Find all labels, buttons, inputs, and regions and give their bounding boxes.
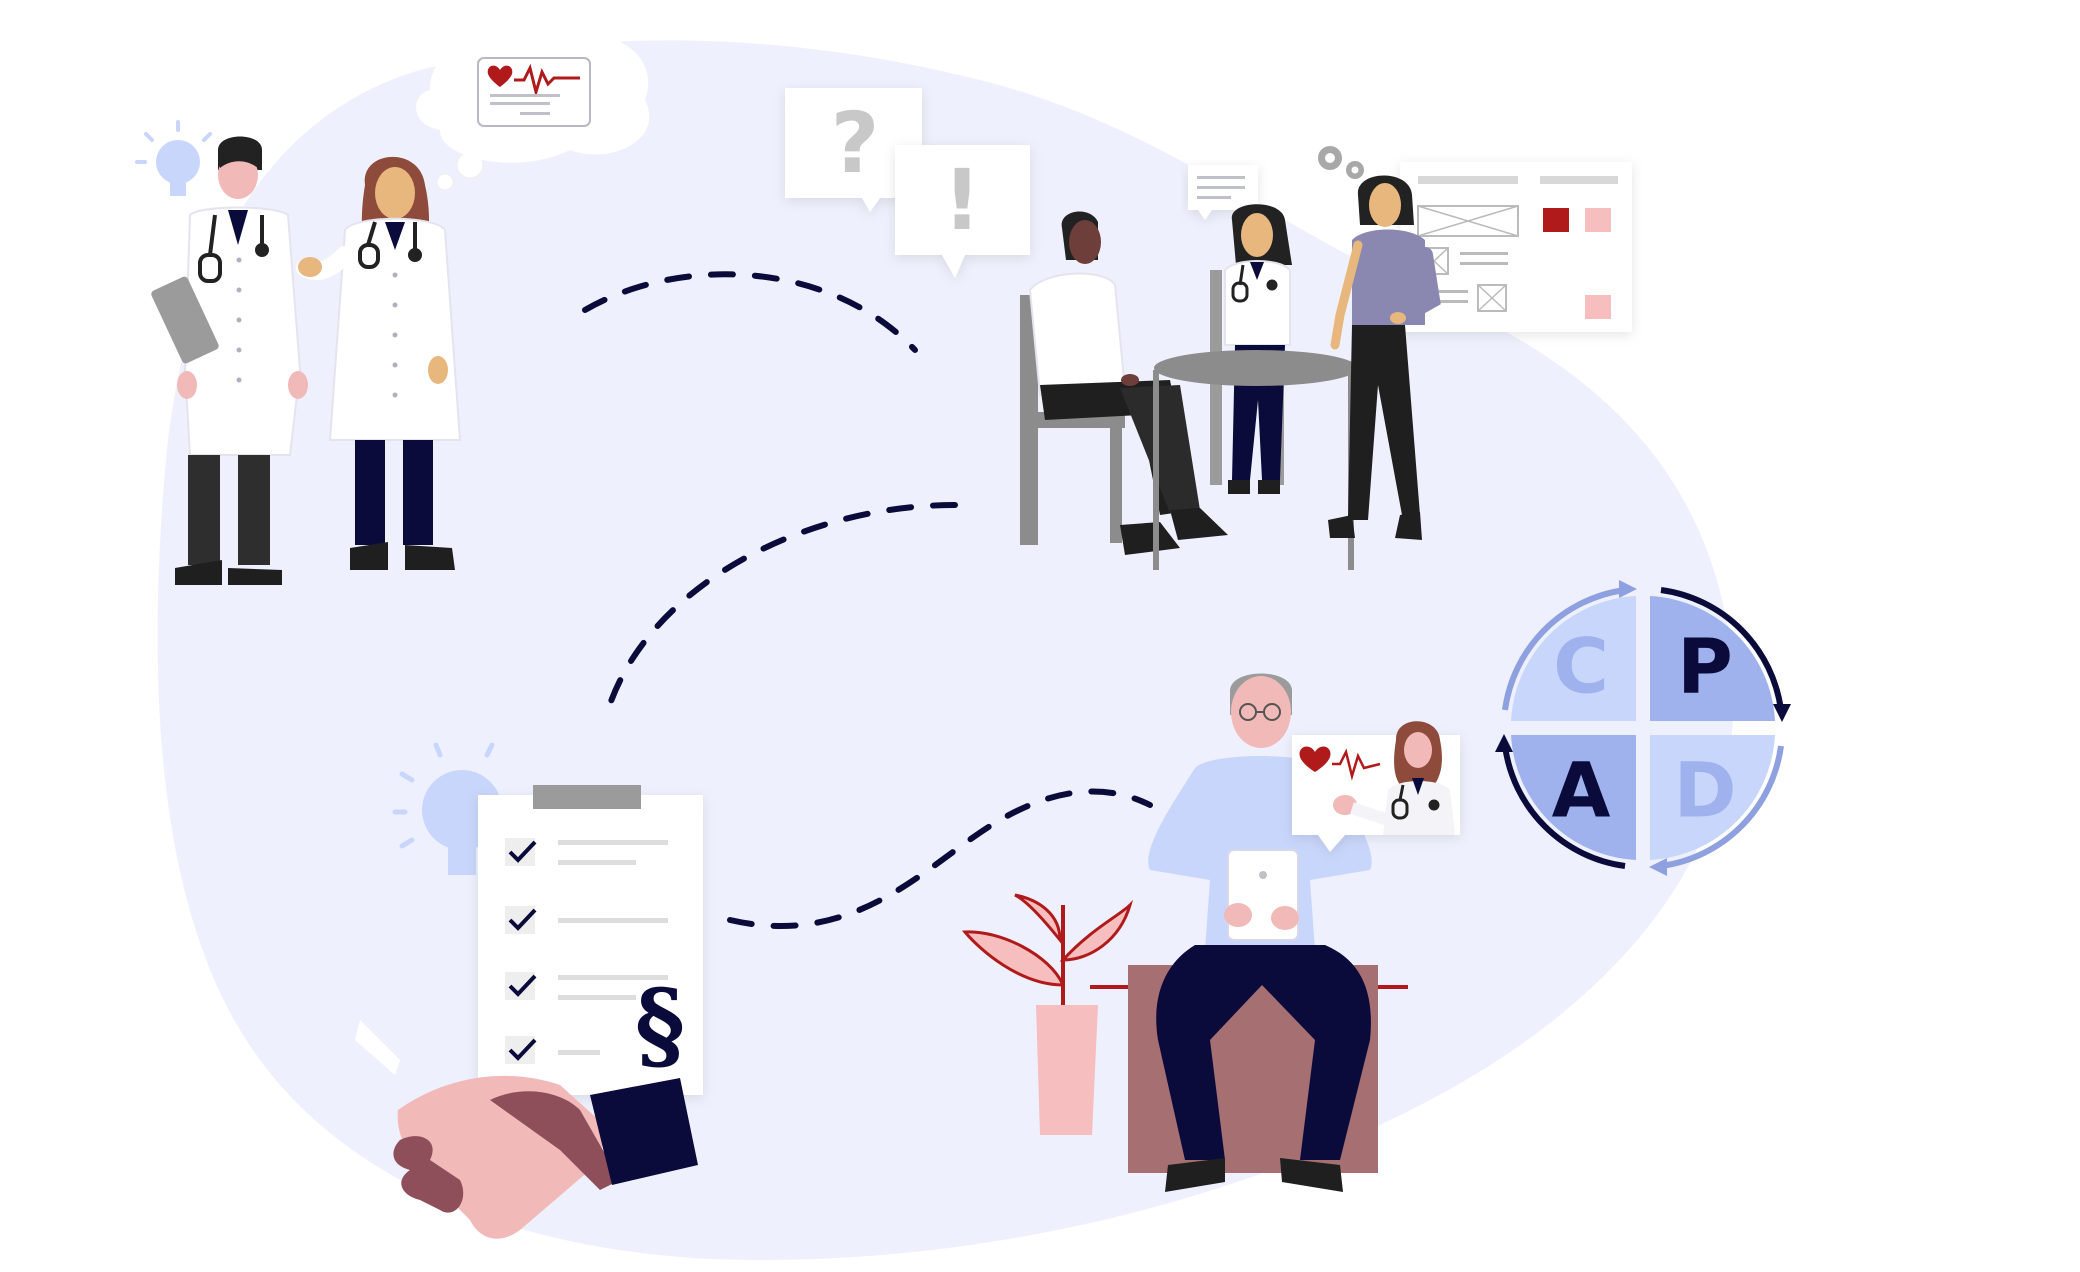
checklist-group: §	[392, 742, 703, 1095]
speech-bubble-small	[1188, 165, 1258, 220]
question-mark: ?	[831, 94, 880, 192]
exclamation-bubble: !	[895, 145, 1030, 278]
gear-icon	[1318, 146, 1364, 179]
lightbulb-icon	[135, 120, 212, 196]
checkmark-icon	[508, 840, 537, 863]
dashed-path-bottom	[727, 788, 1153, 929]
checkmark-icon	[508, 1038, 537, 1061]
exclamation-mark: !	[943, 151, 981, 249]
question-bubble: ?	[785, 88, 922, 212]
checkmark-icon	[508, 974, 537, 997]
checklist-row	[505, 972, 668, 1000]
ecg-icon	[514, 63, 580, 98]
doctors-group	[135, 26, 650, 585]
checklist-row	[505, 1036, 600, 1064]
pdca-letter-do: D	[1673, 746, 1736, 835]
telehealth-card	[1292, 721, 1460, 852]
dashed-path-top	[582, 271, 918, 353]
stethoscope-icon	[198, 214, 269, 283]
handshake-icon	[355, 1020, 698, 1239]
pdca-letter-check: C	[1553, 622, 1609, 711]
ecg-icon	[1332, 748, 1381, 781]
standing-woman	[1328, 175, 1441, 540]
heart-icon	[487, 65, 513, 87]
patient-group	[961, 673, 1460, 1192]
pdca-letter-plan: P	[1677, 622, 1733, 711]
seated-doctor	[1210, 204, 1292, 494]
checklist-row	[505, 838, 668, 866]
section-sign: §	[635, 969, 685, 1082]
pdca-cycle-icon: C P A D	[1495, 580, 1791, 876]
plant-icon	[961, 893, 1134, 1135]
meeting-group	[1020, 146, 1632, 570]
pdca-letter-act: A	[1552, 746, 1611, 835]
female-doctor	[296, 156, 462, 570]
thought-bubble	[416, 26, 650, 191]
male-doctor	[151, 136, 308, 585]
heart-icon	[1299, 746, 1331, 772]
checkmark-icon	[508, 908, 537, 931]
checklist-rows	[505, 838, 668, 1064]
checklist-row	[505, 906, 668, 934]
dashed-path-middle	[602, 502, 958, 723]
